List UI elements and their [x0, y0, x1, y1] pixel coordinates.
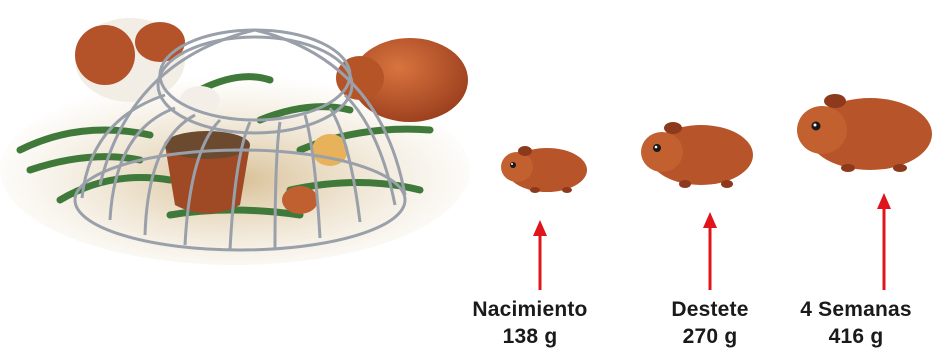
stage-name: Destete	[625, 296, 795, 323]
stage-label-cuatro-semanas: 4 Semanas 416 g	[771, 296, 941, 350]
stage-weight: 270 g	[625, 323, 795, 350]
stage-weight: 138 g	[445, 323, 615, 350]
stage-weight: 416 g	[771, 323, 941, 350]
guinea-pig-icon-weaning	[635, 110, 760, 195]
guinea-pig-icon-newborn	[495, 135, 595, 200]
stage-label-destete: Destete 270 g	[625, 296, 795, 350]
cage-illustration	[0, 0, 470, 275]
stage-label-nacimiento: Nacimiento 138 g	[445, 296, 615, 350]
guinea-pig-icon-four-weeks	[790, 82, 940, 182]
arrow-up-icon-nacimiento	[530, 220, 550, 290]
stage-name: Nacimiento	[445, 296, 615, 323]
guinea-pig-white-brown	[75, 18, 185, 102]
stage-name: 4 Semanas	[771, 296, 941, 323]
arrow-up-icon-destete	[700, 212, 720, 290]
arrow-up-icon-cuatro-semanas	[874, 193, 894, 290]
